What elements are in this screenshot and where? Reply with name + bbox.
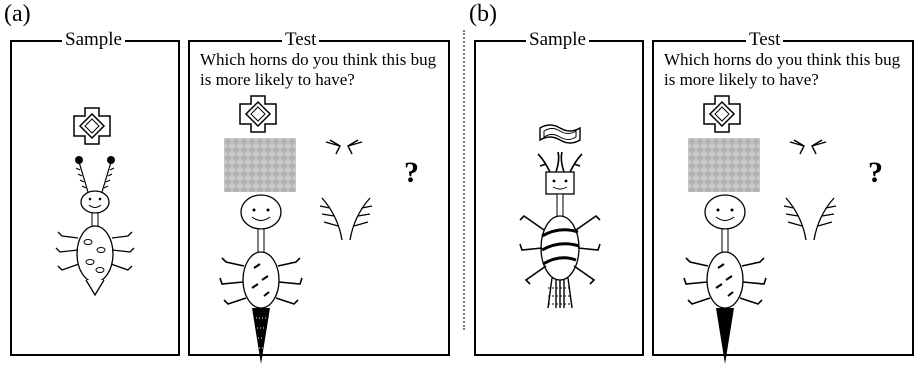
panel-a-question-mark: ? <box>404 156 419 189</box>
panel-a-test-bug <box>219 194 303 364</box>
panel-b-test-title: Test <box>746 29 784 51</box>
panel-a-test-food-icon <box>239 95 277 133</box>
panel-a-horn-option-1 <box>325 139 363 155</box>
panel-a-test-title: Test <box>282 29 320 51</box>
panel-b-question-mark: ? <box>868 156 883 189</box>
panel-b-sample-bug <box>519 151 601 309</box>
panel-a-question: Which horns do you think this bug is mor… <box>200 50 437 89</box>
panel-a-sample-food-icon <box>73 107 111 145</box>
panel-b-test-bug <box>683 194 767 364</box>
panel-a-sample-title: Sample <box>62 29 125 51</box>
panel-a-sample-bug <box>55 156 135 297</box>
panel-a-occluder <box>224 138 296 192</box>
panel-a-sample-box: Sample <box>10 29 180 356</box>
panel-b-test-box: Test Which horns do you think this bug i… <box>652 29 914 364</box>
panel-b-horn-option-2 <box>783 197 837 241</box>
panel-a-horn-option-2 <box>319 197 373 241</box>
panel-b-sample-title: Sample <box>526 29 589 51</box>
panel-b-sample-food-icon <box>539 124 581 144</box>
panel-a-test-box: Test Which horns do you think this bug i… <box>188 29 450 364</box>
panel-b-question: Which horns do you think this bug is mor… <box>664 50 901 89</box>
panel-b-occluder <box>688 138 760 192</box>
panel-b-letter: (b) <box>469 1 497 27</box>
panel-divider <box>463 30 465 330</box>
panel-b-sample-box: Sample <box>474 29 644 356</box>
panel-a-letter: (a) <box>4 1 31 27</box>
panel-b-test-food-icon <box>703 95 741 133</box>
panel-b-horn-option-1 <box>789 139 827 155</box>
